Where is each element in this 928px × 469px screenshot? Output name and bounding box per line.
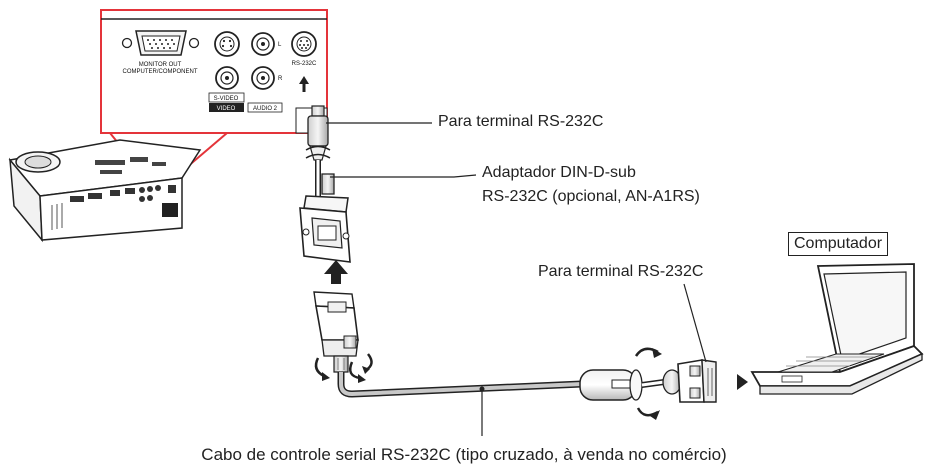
projector	[8, 139, 202, 243]
connect-arrow-right-icon	[737, 374, 748, 390]
screw-tighten-arrows-right-icon	[634, 347, 662, 420]
dsub-connector-right	[662, 359, 717, 403]
computer-label: Computador	[788, 232, 889, 256]
laptop-keyboard	[777, 353, 885, 373]
laptop-computer	[750, 263, 924, 395]
rs232c-label: RS-232C	[292, 61, 317, 67]
din-dsub-adapter	[299, 173, 351, 263]
ferrite-core	[579, 369, 643, 401]
computer-component-label: COMPUTER/COMPONENT	[123, 69, 198, 75]
terminal-right-pointer	[683, 283, 707, 363]
video-rca-port	[215, 66, 239, 90]
audio-r-port	[251, 66, 275, 90]
dsub-connector-left	[313, 291, 359, 373]
laptop-trackpad	[781, 375, 803, 383]
rear-panel-callout: MONITOR OUT COMPUTER/COMPONENT S-VIDEO V…	[100, 9, 328, 186]
video-label: VIDEO	[217, 106, 236, 112]
audio2-label-box	[247, 102, 283, 113]
insert-arrow-up-icon	[299, 76, 309, 92]
cable-break-mark	[305, 145, 331, 159]
video-label-box	[209, 103, 244, 112]
adapter-pointer	[330, 174, 477, 178]
terminal-right-label: Para terminal RS-232C	[538, 263, 704, 280]
terminal-top-label: Para terminal RS-232C	[438, 113, 604, 130]
audio2-label: AUDIO 2	[253, 106, 278, 112]
svideo-label-box	[208, 92, 245, 103]
serial-cable	[337, 372, 583, 436]
vga-port	[121, 30, 200, 56]
monitor-out-label: MONITOR OUT	[139, 62, 182, 68]
connect-arrow-up-icon	[324, 260, 348, 284]
audio-l-label: L	[278, 42, 282, 48]
projector-side	[39, 177, 183, 241]
mini-din-plug	[307, 105, 329, 196]
adapter-label-line2: RS-232C (opcional, AN-A1RS)	[482, 188, 700, 205]
projector-vents	[51, 203, 63, 230]
cable-caption: Cabo de controle serial RS-232C (tipo cr…	[201, 445, 727, 464]
audio-l-port	[251, 32, 275, 56]
svideo-port	[214, 31, 240, 57]
adapter-label-line1: Adaptador DIN-D-sub	[482, 164, 636, 181]
audio-r-label: R	[278, 76, 283, 82]
rs232c-port	[291, 31, 317, 57]
projector-ports	[70, 185, 178, 217]
svideo-label: S-VIDEO	[214, 96, 239, 102]
projector-top-buttons	[95, 157, 166, 174]
